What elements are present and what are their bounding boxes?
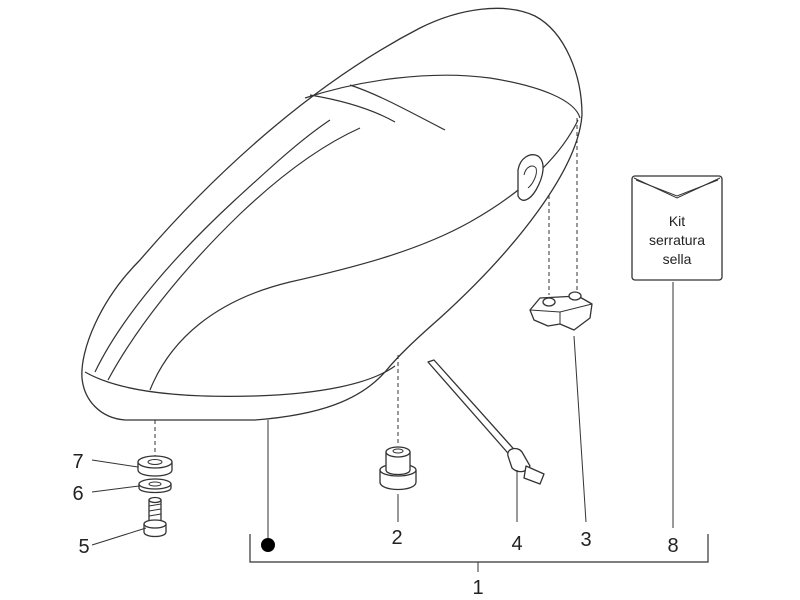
leader-7 [91, 459, 139, 468]
seat-left-seam [94, 119, 331, 373]
washer-6 [138, 478, 172, 494]
assembly-bracket [249, 534, 709, 563]
kit-label-line-1: Kit [669, 213, 685, 229]
leader-5 [91, 527, 147, 546]
bolt-5 [143, 496, 167, 538]
seat-top-panel-seam [304, 74, 581, 119]
seat-left-seam-2 [107, 127, 361, 381]
callout-8: 8 [667, 535, 678, 557]
rubber-bushing [379, 446, 417, 491]
callout-6: 6 [72, 483, 83, 505]
callout-1: 1 [472, 577, 483, 599]
callout-3: 3 [580, 529, 591, 551]
seat-marker-dot [261, 538, 275, 552]
callout-4: 4 [511, 533, 522, 555]
seat-center-seam [309, 94, 396, 123]
washer-7 [137, 455, 173, 477]
callout-5: 5 [78, 536, 89, 558]
kit-package: Kit serratura sella [631, 175, 723, 281]
kit-label-line-2: serratura [649, 232, 705, 248]
kit-label-line-3: sella [663, 251, 692, 267]
leader-6 [91, 485, 140, 493]
seat-body [81, 7, 583, 421]
latch-bracket [529, 291, 593, 331]
callout-7: 7 [72, 451, 83, 473]
leader-3 [573, 335, 587, 523]
seat [81, 7, 583, 421]
seat-center-seam-2 [349, 84, 446, 131]
cable-tie [427, 359, 545, 485]
seat-hook [517, 154, 544, 201]
seat-front-rim [84, 365, 396, 397]
callout-2: 2 [391, 527, 402, 549]
